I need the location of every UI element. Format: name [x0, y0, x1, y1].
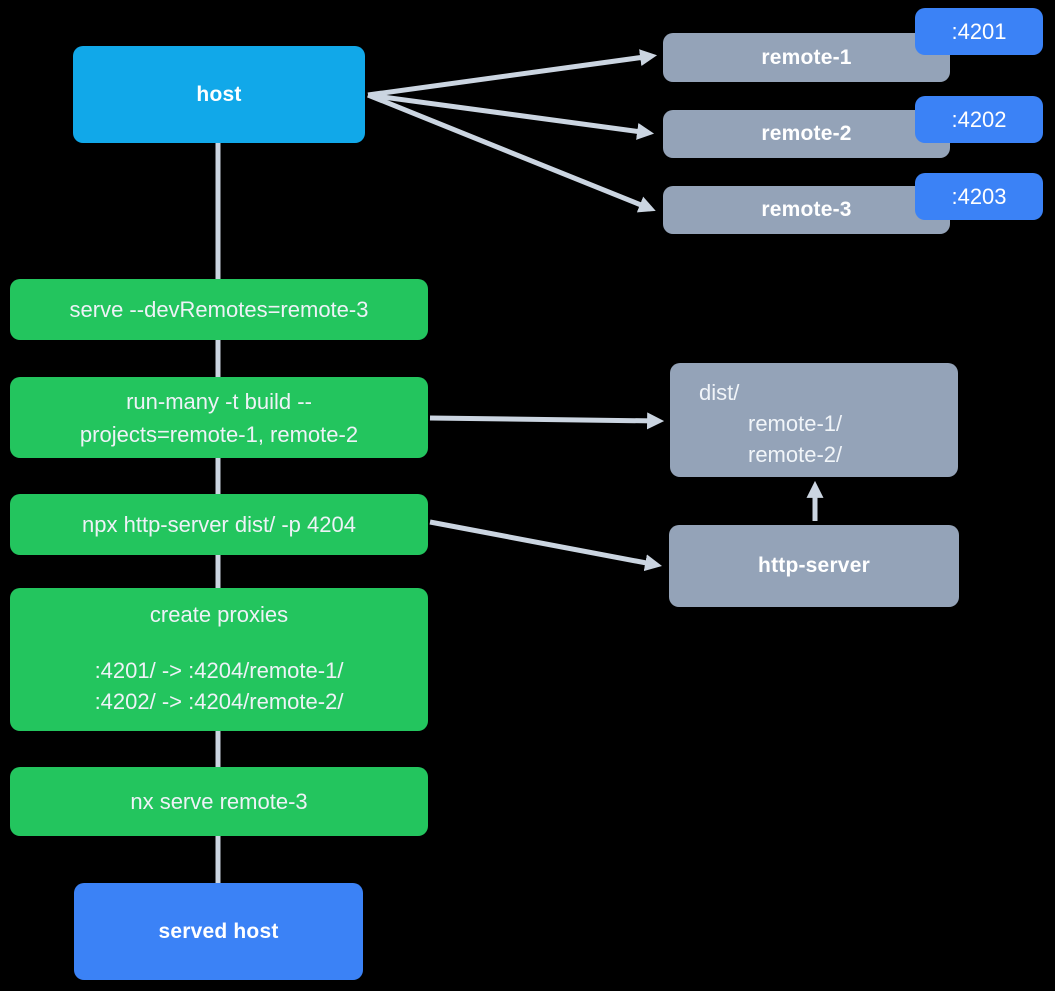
- port-badge-4202: :4202: [915, 96, 1043, 143]
- served-host-label: served host: [158, 919, 279, 943]
- remote-3-label: remote-3: [761, 198, 852, 221]
- port-4201-label: :4201: [951, 18, 1007, 44]
- create-proxies-title: create proxies: [149, 602, 289, 627]
- dist-remote-1-line: remote-1/: [748, 411, 843, 436]
- step-run-many-line-1: run-many -t build --: [126, 388, 312, 414]
- step-run-many-build: run-many -t build -- projects=remote-1, …: [10, 377, 428, 458]
- step-npx-http-server: npx http-server dist/ -p 4204: [10, 494, 428, 555]
- arrow-host-to-remote-1: [367, 49, 658, 98]
- step-serve-devremotes: serve --devRemotes=remote-3: [10, 279, 428, 340]
- port-badge-4201: :4201: [915, 8, 1043, 55]
- step-npx-http-server-text: npx http-server dist/ -p 4204: [82, 512, 356, 537]
- proxy-rule-1: :4201/ -> :4204/remote-1/: [94, 658, 344, 683]
- served-host-node: served host: [74, 883, 363, 980]
- remote-1-node: remote-1: [663, 33, 950, 82]
- remote-3-node: remote-3: [663, 186, 950, 234]
- arrow-npx-to-httpserver: [429, 519, 663, 572]
- step-serve-devremotes-text: serve --devRemotes=remote-3: [69, 297, 369, 322]
- dist-remote-2-line: remote-2/: [748, 442, 843, 467]
- remote-1-label: remote-1: [761, 45, 852, 69]
- step-nx-serve-remote-3-text: nx serve remote-3: [130, 789, 308, 814]
- remote-2-node: remote-2: [663, 110, 950, 158]
- step-nx-serve-remote-3: nx serve remote-3: [10, 767, 428, 836]
- dist-folder-node: dist/ remote-1/ remote-2/: [670, 363, 958, 477]
- port-4202-label: :4202: [951, 106, 1007, 132]
- host-node: host: [73, 46, 365, 143]
- step-run-many-line-2: projects=remote-1, remote-2: [79, 421, 359, 447]
- arrow-build-to-dist: [429, 412, 665, 430]
- dist-root-line: dist/: [699, 380, 740, 405]
- arrow-runmany-to-dist: [367, 92, 656, 213]
- http-server-label: http-server: [758, 554, 870, 577]
- port-badge-4203: :4203: [915, 173, 1043, 220]
- host-label: host: [196, 82, 242, 106]
- port-4203-label: :4203: [951, 183, 1007, 209]
- http-server-node: http-server: [669, 525, 959, 607]
- step-create-proxies: create proxies :4201/ -> :4204/remote-1/…: [10, 588, 428, 731]
- arrow-host-to-remote-2: [367, 92, 655, 140]
- proxy-rule-2: :4202/ -> :4204/remote-2/: [94, 689, 344, 714]
- remote-2-label: remote-2: [761, 122, 852, 145]
